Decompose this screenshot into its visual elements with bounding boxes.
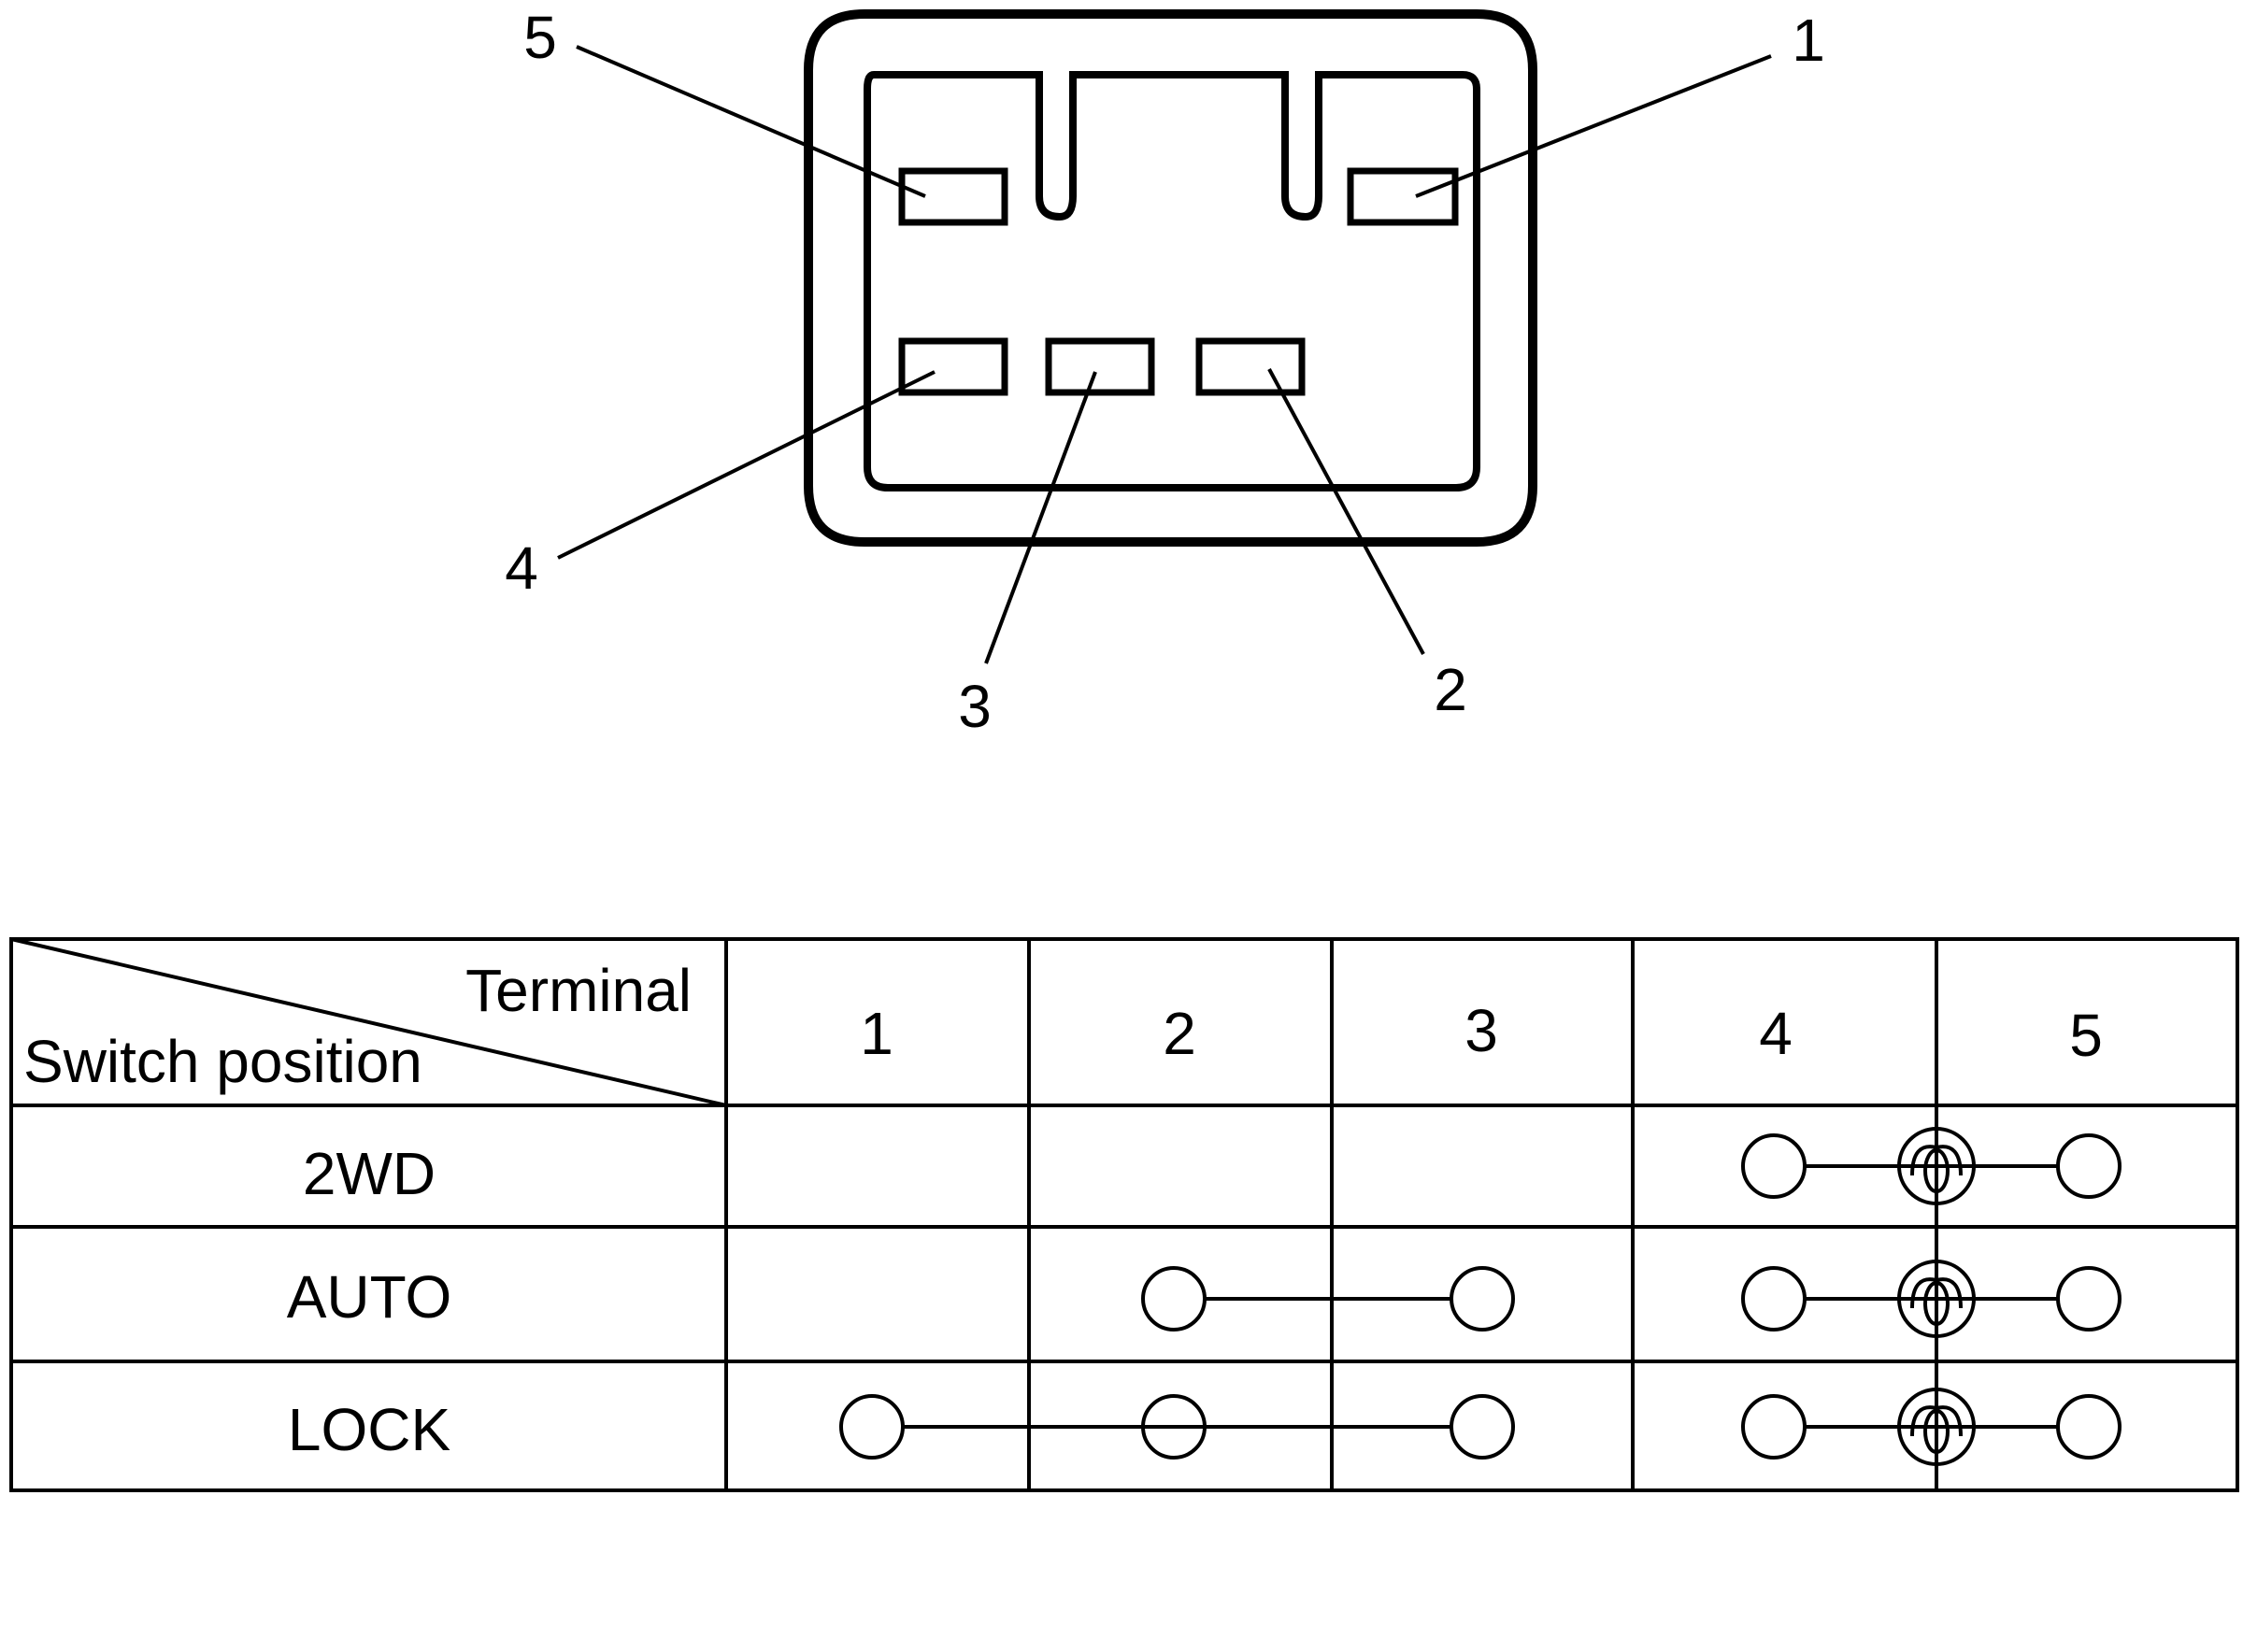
indicator-lamp-symbol (1897, 1127, 1976, 1205)
terminal-header-1: 1 (860, 1000, 893, 1067)
terminal-circle-5 (2056, 1266, 2122, 1332)
leader-line-4 (557, 370, 936, 560)
corner-header-switch-position: Switch position (23, 1028, 422, 1095)
terminal-circle-5 (2056, 1394, 2122, 1460)
leader-line-2 (1267, 368, 1425, 655)
lamp-filament-loop (1923, 1409, 1950, 1454)
connector-face (804, 9, 1537, 547)
terminal-circle-2 (1141, 1394, 1207, 1460)
callout-4: 4 (505, 534, 538, 602)
terminal-circle-4 (1741, 1394, 1807, 1460)
corner-header-terminal: Terminal (465, 957, 692, 1024)
terminal-circle-3 (1450, 1266, 1515, 1332)
lamp-filament (1910, 1145, 1963, 1176)
terminal-slot-5 (898, 167, 1008, 226)
terminal-circle-4 (1741, 1266, 1807, 1332)
terminal-circle-2 (1141, 1266, 1207, 1332)
terminal-circle-1 (839, 1394, 905, 1460)
continuity-marks (839, 1127, 2122, 1466)
terminal-circle-3 (1450, 1394, 1515, 1460)
terminal-circle-4 (1741, 1133, 1807, 1199)
lamp-filament-loop (1923, 1148, 1950, 1193)
terminal-slot-2 (1195, 337, 1306, 396)
leader-line-3 (984, 371, 1097, 664)
terminal-slot-3 (1045, 337, 1155, 396)
terminal-header-3: 3 (1464, 997, 1498, 1064)
lamp-filament (1910, 1405, 1963, 1437)
lamp-filament-loop (1923, 1281, 1950, 1326)
indicator-lamp-symbol (1897, 1260, 1976, 1338)
lamp-filament (1910, 1277, 1963, 1309)
continuity-table: Terminal Switch position 1 2 3 4 5 2WD A… (9, 937, 2239, 1492)
callout-3: 3 (958, 673, 992, 740)
callout-2: 2 (1434, 656, 1467, 723)
terminal-circle-5 (2056, 1133, 2122, 1199)
connector-inner-cavity (864, 71, 1480, 491)
leader-line-1 (1415, 54, 1772, 198)
row-label-lock: LOCK (288, 1396, 450, 1463)
terminal-header-2: 2 (1163, 1000, 1196, 1067)
corner-diagonal (10, 937, 727, 1107)
terminal-header-5: 5 (2069, 1002, 2103, 1069)
table-grid (9, 937, 2239, 1492)
row-label-auto: AUTO (287, 1263, 452, 1331)
row-label-2wd: 2WD (303, 1140, 436, 1207)
callout-leader-lines (557, 45, 1772, 664)
terminal-slot-1 (1347, 167, 1459, 226)
terminal-header-4: 4 (1759, 1000, 1793, 1067)
indicator-lamp-symbol (1897, 1388, 1976, 1466)
terminal-slot-4 (898, 337, 1008, 396)
callout-1: 1 (1792, 7, 1825, 74)
leader-line-5 (576, 45, 926, 198)
connector-outer-housing (804, 9, 1537, 547)
callout-5: 5 (523, 4, 557, 71)
